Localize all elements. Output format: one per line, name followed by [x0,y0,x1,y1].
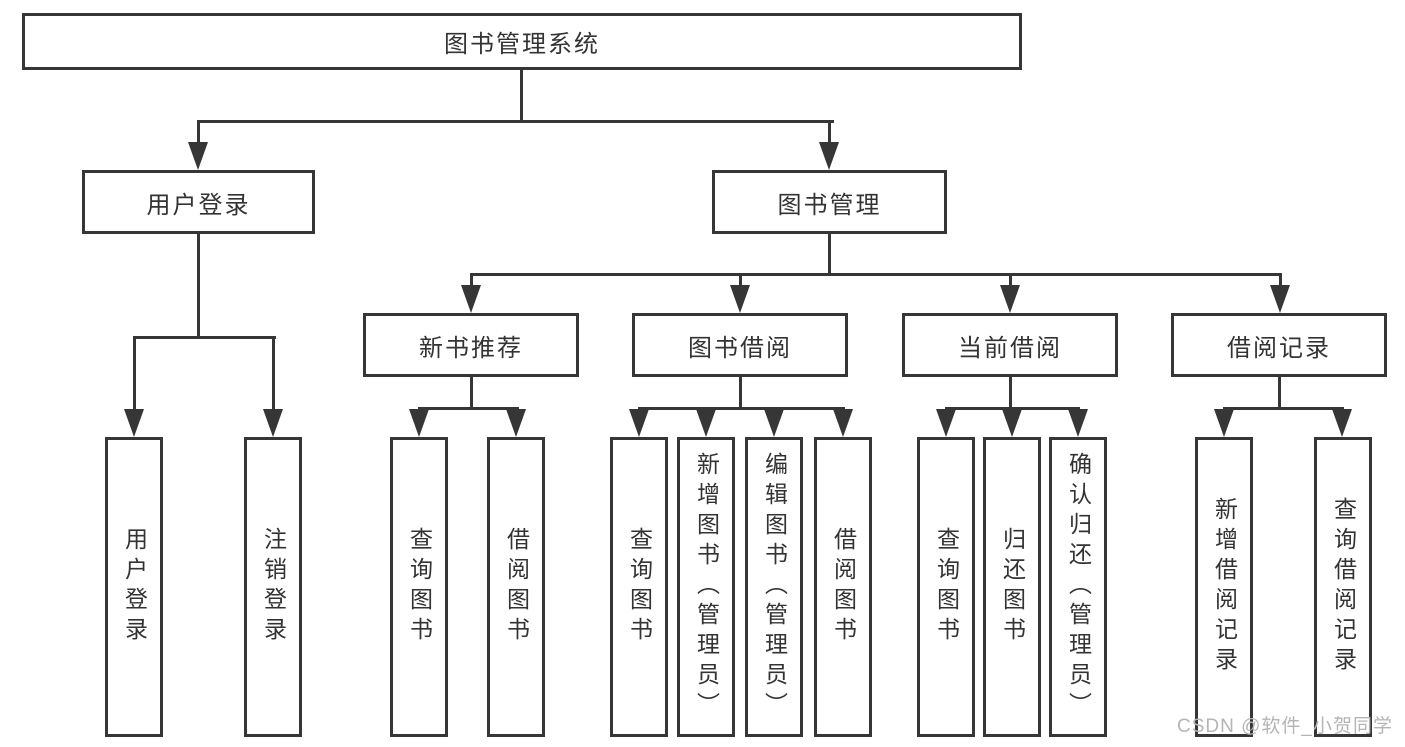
leaf-add-borrow-record: 新增借阅记录 [1195,437,1253,737]
connector-line [1223,407,1343,410]
leaf-borrow-books-recommend: 借阅图书 [487,437,545,737]
arrow-down-icon [1332,409,1352,437]
arrow-down-icon [1270,285,1290,313]
arrow-down-icon [1068,409,1088,437]
arrow-down-icon [506,409,526,437]
arrow-down-icon [730,285,750,313]
connector-line [133,336,136,411]
connector-line [133,336,276,339]
arrow-down-icon [696,409,716,437]
leaf-query-books-borrow: 查询图书 [610,437,668,737]
connector-line [418,407,519,410]
arrow-down-icon [124,409,144,437]
arrow-down-icon [819,142,839,170]
node-root: 图书管理系统 [22,13,1022,70]
connector-line [1278,377,1281,407]
arrow-down-icon [461,285,481,313]
connector-line [197,120,200,144]
arrow-down-icon [1002,409,1022,437]
connector-line [638,407,845,410]
arrow-down-icon [188,142,208,170]
connector-line [470,377,473,407]
leaf-logout: 注销登录 [244,437,302,737]
connector-line [1009,377,1012,407]
connector-line [197,120,834,123]
connector-line [470,273,1282,276]
leaf-query-books-current: 查询图书 [917,437,975,737]
connector-line [739,377,742,407]
node-current-borrow: 当前借阅 [902,313,1118,377]
node-new-book-recommend: 新书推荐 [363,313,579,377]
leaf-query-books-recommend: 查询图书 [390,437,448,737]
leaf-user-login: 用户登录 [105,437,163,737]
arrow-down-icon [409,409,429,437]
leaf-edit-books-admin: 编辑图书（管理员） [745,437,803,737]
connector-line [1279,273,1282,287]
node-borrow-records: 借阅记录 [1171,313,1387,377]
connector-line [739,273,742,287]
connector-line [520,70,523,120]
connector-line [197,234,200,336]
node-user-login: 用户登录 [82,170,315,234]
leaf-confirm-return-admin: 确认归还（管理员） [1049,437,1107,737]
connector-line [828,120,831,144]
arrow-down-icon [936,409,956,437]
arrow-down-icon [263,409,283,437]
connector-line [828,234,831,273]
connector-line [1009,273,1012,287]
leaf-query-borrow-record: 查询借阅记录 [1314,437,1372,737]
arrow-down-icon [1214,409,1234,437]
arrow-down-icon [833,409,853,437]
arrow-down-icon [629,409,649,437]
csdn-watermark: CSDN @软件_小贺同学 [1177,716,1393,737]
connector-line [272,336,275,411]
arrow-down-icon [764,409,784,437]
node-book-borrow: 图书借阅 [632,313,848,377]
arrow-down-icon [1000,285,1020,313]
node-book-management: 图书管理 [712,170,947,234]
connector-line [470,273,473,287]
leaf-add-books-admin: 新增图书（管理员） [677,437,735,737]
leaf-return-books: 归还图书 [983,437,1041,737]
leaf-borrow-books: 借阅图书 [814,437,872,737]
